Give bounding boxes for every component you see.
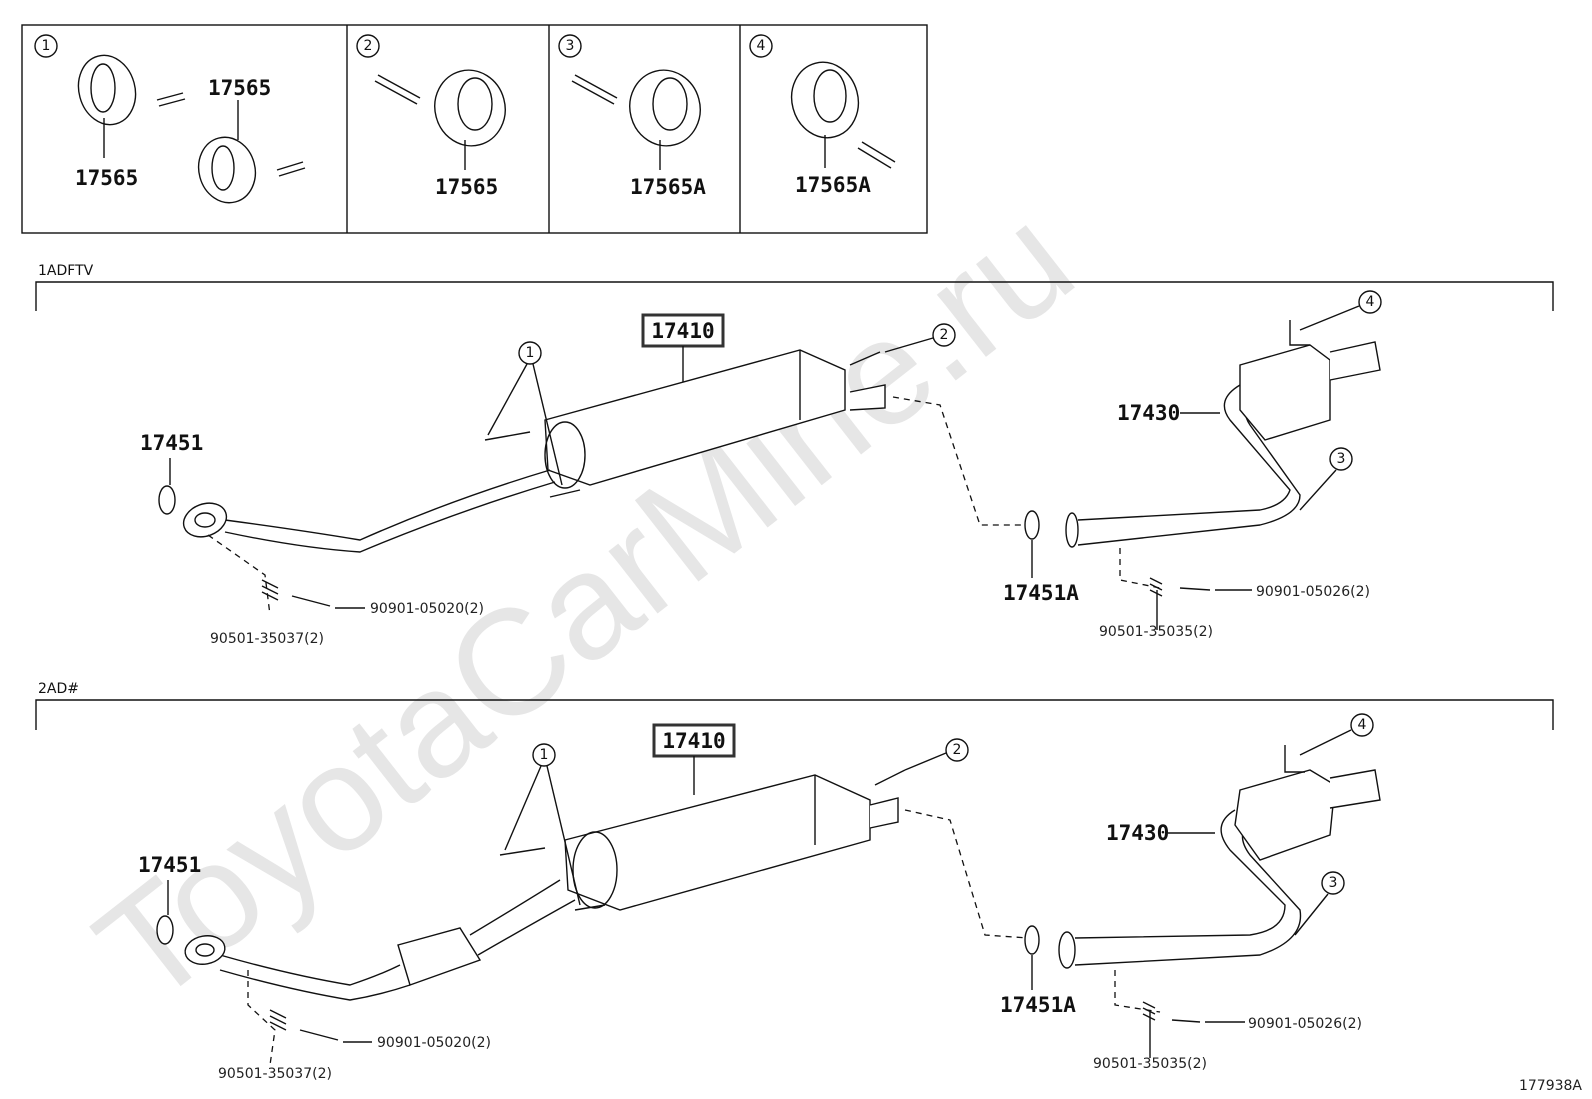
section-2-main-part: 17410: [662, 729, 725, 753]
section-1-bolt-rear: 90901-05026(2): [1256, 584, 1370, 600]
section-1-bolt-front: 90901-05020(2): [370, 601, 484, 617]
section-2-callout-4: 4: [1358, 717, 1367, 733]
section-1-spring-rear: 90501-35035(2): [1099, 624, 1213, 640]
section-2-gasket-front: 17451: [138, 853, 201, 877]
watermark: ToyotaCarMine.ru: [66, 174, 1102, 1035]
inset-1: 1 17565 17565: [34, 34, 306, 204]
section-1-spring-front: 90501-35037(2): [210, 631, 324, 647]
section-2-bolt-rear: 90901-05026(2): [1248, 1016, 1362, 1032]
diagram-code: 177938A: [1519, 1078, 1582, 1094]
section-2-callout-3: 3: [1329, 875, 1338, 891]
section-1-gasket-front: 17451: [140, 431, 203, 455]
inset-1-label-b: 17565: [208, 76, 271, 100]
section-1ADFTV: 1ADFTV 17410 1 2 17451: [35, 263, 1554, 647]
section-2-callout-2: 2: [953, 742, 962, 758]
section-1-callout-3: 3: [1337, 451, 1346, 467]
inset-3-number: 3: [566, 38, 575, 54]
inset-2-label: 17565: [435, 175, 498, 199]
section-1-gasket-rear: 17451A: [1003, 581, 1079, 605]
section-2-gasket-rear: 17451A: [1000, 993, 1076, 1017]
section-1-main-part: 17410: [651, 319, 714, 343]
section-1-callout-4: 4: [1366, 294, 1375, 310]
section-1-title: 1ADFTV: [38, 263, 94, 279]
inset-1-label-a: 17565: [75, 166, 138, 190]
inset-4-number: 4: [757, 38, 766, 54]
section-2-bolt-front: 90901-05020(2): [377, 1035, 491, 1051]
inset-3-label: 17565A: [630, 175, 706, 199]
section-1-callout-1: 1: [526, 345, 535, 361]
hanger-insets: 1 17565 17565 2 17565 3: [21, 24, 928, 234]
inset-2: 2 17565: [356, 34, 506, 199]
section-2AD: 2AD# 17410 1 2 17451: [35, 681, 1554, 1082]
section-2-spring-rear: 90501-35035(2): [1093, 1056, 1207, 1072]
inset-4: 4 17565A: [749, 34, 896, 197]
section-1-tail-pipe: 17430: [1117, 401, 1180, 425]
inset-3: 3 17565A: [558, 34, 706, 199]
section-2-title: 2AD#: [38, 681, 79, 697]
inset-4-label: 17565A: [795, 173, 871, 197]
section-2-tail-pipe: 17430: [1106, 821, 1169, 845]
inset-2-number: 2: [364, 38, 373, 54]
section-1-callout-2: 2: [940, 327, 949, 343]
section-2-spring-front: 90501-35037(2): [218, 1066, 332, 1082]
inset-1-number: 1: [42, 38, 51, 54]
section-2-callout-1: 1: [540, 747, 549, 763]
